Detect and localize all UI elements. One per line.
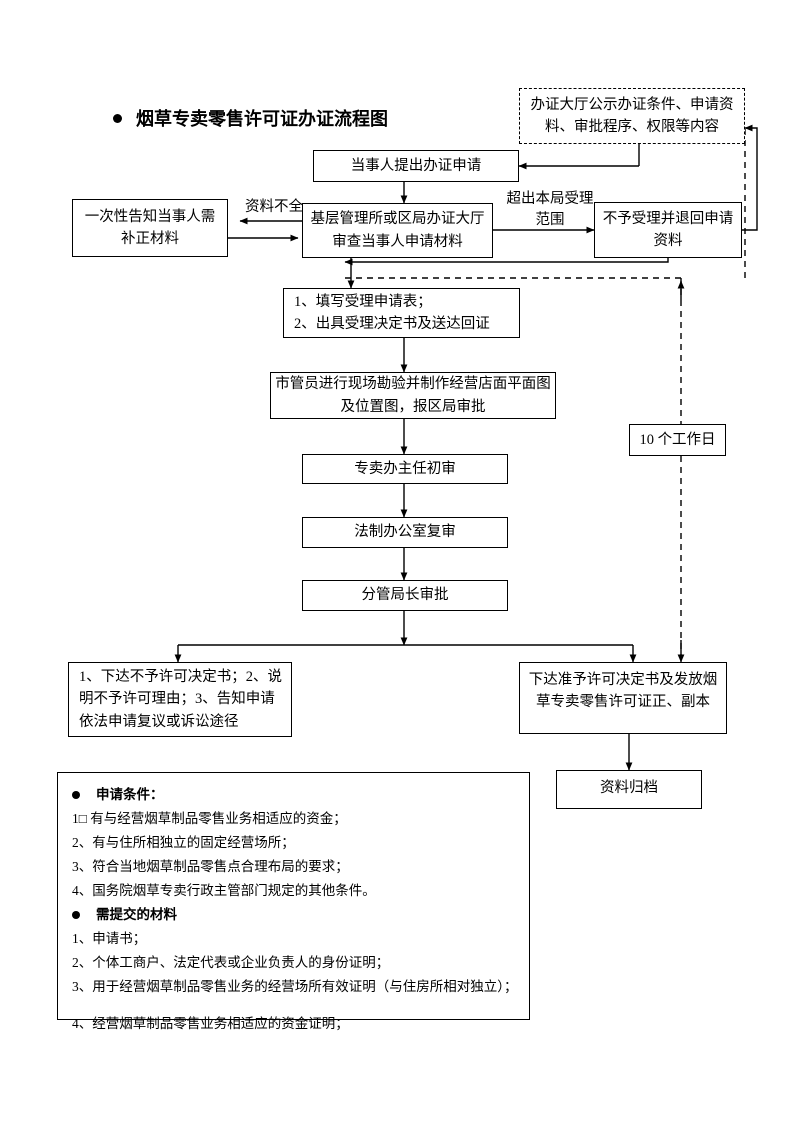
bullet-icon: [113, 113, 122, 123]
node-deny-decision-line2: 明不予许可理由；3、告知申请: [79, 691, 275, 708]
legend-conditions-heading: 申请条件：: [72, 783, 517, 807]
node-director-approve[interactable]: 分管局长审批: [302, 580, 508, 611]
bullet-icon: [72, 791, 80, 799]
node-review-materials-line2: 审查当事人申请材料: [332, 233, 463, 250]
legend-material-item: 2、个体工商户、法定代表或企业负责人的身份证明；: [72, 955, 390, 971]
node-public-notice-line2: 料、审批程序、权限等内容: [545, 119, 719, 135]
node-deny-decision-line1: 1、下达不予许可决定书；2、说: [79, 668, 282, 685]
node-deny-decision-line3: 依法申请复议或诉讼途径: [79, 713, 239, 730]
node-legal-review[interactable]: 法制办公室复审: [302, 517, 508, 548]
node-first-review[interactable]: 专卖办主任初审: [302, 454, 508, 484]
node-working-days-label: 10 个工作日: [639, 431, 716, 448]
edge-label-out-of-scope: 超出本局受理 范围: [506, 191, 594, 229]
node-public-notice-line1: 办证大厅公示办证条件、申请资: [530, 96, 734, 113]
edge-label-incomplete-materials: 资料不全: [245, 199, 303, 215]
node-reject-return-line1: 不予受理并退回申请: [602, 210, 734, 227]
legend-material-item: 4、经营烟草制品零售业务相适应的资金证明；: [72, 1016, 349, 1032]
node-apply-label: 当事人提出办证申请: [350, 157, 482, 174]
node-site-survey[interactable]: 市管员进行现场勘验并制作经营店面平面图 及位置图，报区局审批: [270, 372, 556, 419]
legend-condition-item: 3、符合当地烟草制品零售点合理布局的要求；: [72, 859, 349, 875]
node-accept-forms-line2: 2、出具受理决定书及送达回证: [294, 316, 490, 332]
node-reject-return-line2: 资料: [653, 233, 683, 249]
page-title-text: 烟草专卖零售许可证办证流程图: [136, 109, 388, 129]
bullet-icon: [72, 911, 80, 920]
node-accept-forms[interactable]: 1、填写受理申请表； 2、出具受理决定书及送达回证: [283, 288, 520, 338]
legend-condition-item: 2、有与住所相独立的固定经营场所；: [72, 835, 295, 851]
node-accept-forms-line1: 1、填写受理申请表；: [294, 293, 432, 310]
node-notify-correct[interactable]: 一次性告知当事人需 补正材料: [72, 199, 228, 257]
legend-material-item: 3、用于经营烟草制品零售业务的经营场所有效证明（与住房所相对独立）；: [72, 979, 518, 995]
page-title: 烟草专卖零售许可证办证流程图: [113, 105, 388, 131]
legend-panel: 申请条件： 1□ 有与经营烟草制品零售业务相适应的资金； 2、有与住所相独立的固…: [57, 772, 530, 1031]
node-notify-correct-line2: 补正材料: [121, 231, 179, 247]
node-apply[interactable]: 当事人提出办证申请: [313, 150, 519, 182]
node-reject-return[interactable]: 不予受理并退回申请 资料: [594, 202, 742, 258]
node-grant-decision-line2: 草专卖零售许可证正、副本: [536, 694, 710, 711]
legend-condition-item: 4、国务院烟草专卖行政主管部门规定的其他条件。: [72, 883, 376, 899]
node-working-days[interactable]: 10 个工作日: [629, 424, 726, 456]
legend-material-item: 1、申请书；: [72, 931, 147, 947]
node-review-materials-line1: 基层管理所或区局办证大厅: [310, 211, 485, 228]
node-review-materials[interactable]: 基层管理所或区局办证大厅 审查当事人申请材料: [302, 203, 493, 258]
legend-condition-item: 1□ 有与经营烟草制品零售业务相适应的资金；: [72, 811, 347, 827]
node-archive[interactable]: 资料归档: [556, 770, 702, 809]
node-public-notice[interactable]: 办证大厅公示办证条件、申请资 料、审批程序、权限等内容: [519, 88, 745, 144]
node-first-review-label: 专卖办主任初审: [354, 460, 456, 477]
node-archive-label: 资料归档: [600, 780, 658, 796]
node-deny-decision[interactable]: 1、下达不予许可决定书；2、说 明不予许可理由；3、告知申请 依法申请复议或诉讼…: [68, 662, 292, 737]
legend-spacer: [72, 999, 517, 1012]
node-site-survey-line2: 及位置图，报区局审批: [340, 398, 486, 415]
node-notify-correct-line1: 一次性告知当事人需: [84, 208, 216, 225]
node-grant-decision[interactable]: 下达准予许可决定书及发放烟 草专卖零售许可证正、副本: [519, 662, 727, 734]
legend-materials-heading: 需提交的材料: [72, 903, 517, 927]
edge-reject-back-to-trunk: [344, 258, 669, 266]
node-director-approve-label: 分管局长审批: [361, 587, 449, 604]
node-legal-review-label: 法制办公室复审: [354, 524, 456, 541]
node-grant-decision-line1: 下达准予许可决定书及发放烟: [528, 672, 718, 688]
node-site-survey-line1: 市管员进行现场勘验并制作经营店面平面图: [275, 376, 551, 393]
